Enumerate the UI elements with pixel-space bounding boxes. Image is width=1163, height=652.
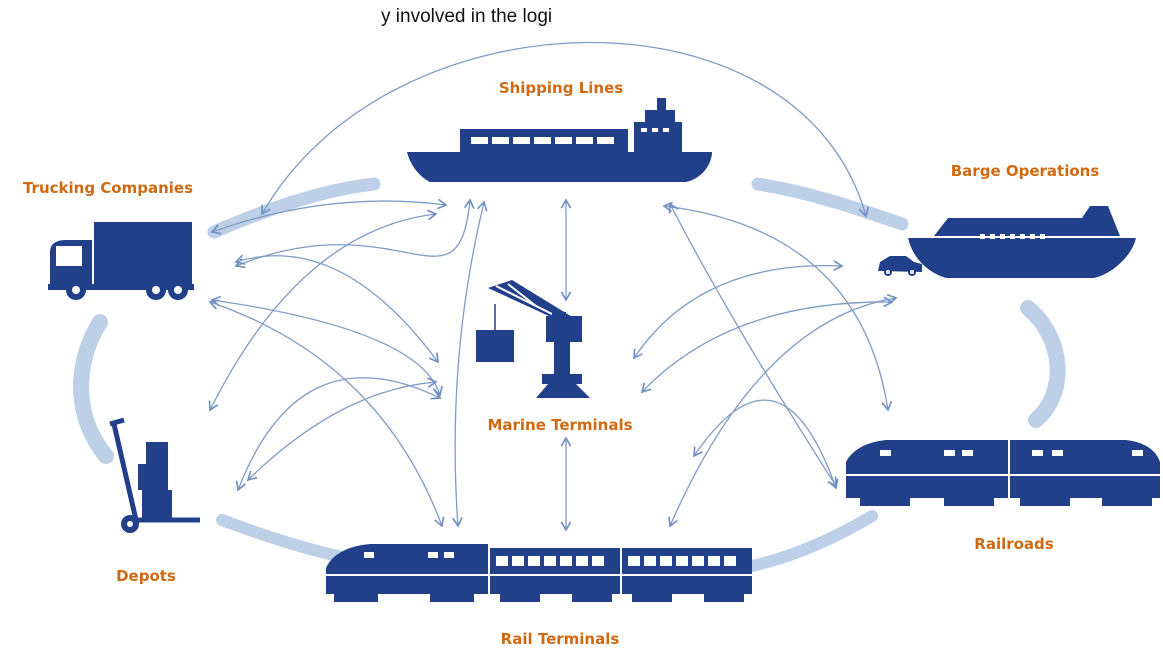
ship-icon [407, 98, 712, 182]
arrow-barge-marine [633, 260, 844, 360]
barge-operations-label: Barge Operations [951, 162, 1100, 180]
hand-truck-icon [109, 417, 200, 533]
trucking-companies-label: Trucking Companies [23, 179, 193, 197]
railroads-label: Railroads [974, 535, 1054, 553]
rail-terminals-label: Rail Terminals [501, 630, 620, 648]
crane-icon [476, 280, 590, 398]
locomotive-icon [846, 440, 1160, 506]
node-labels: Shipping Lines Barge Operations Trucking… [23, 79, 1099, 648]
band-trucking-to-depots [73, 314, 114, 464]
arrow-depots-rail-lower [246, 377, 438, 482]
band-depots-to-rail [216, 514, 344, 562]
arrow-shipping-rail [452, 200, 488, 528]
arrow-shipping-railroads [662, 201, 893, 412]
arrow-trucking-rail [208, 299, 445, 528]
band-shipping-to-barge [751, 177, 909, 231]
barge-icon [878, 206, 1136, 278]
marine-terminals-label: Marine Terminals [487, 416, 632, 434]
arrow-shipping-depots [208, 209, 438, 412]
shipping-lines-label: Shipping Lines [499, 79, 623, 97]
arrow-depots-rail-top [235, 377, 442, 492]
train-icon [326, 544, 752, 602]
band-rail-to-railroads [746, 510, 878, 572]
top-caption: y involved in the logi [381, 6, 552, 27]
car-icon [878, 256, 922, 276]
arrow-railroads-marine [640, 296, 894, 394]
arrow-trucking-barge [261, 41, 870, 218]
band-trucking-to-shipping [207, 177, 381, 239]
band-barge-to-railroads [1020, 300, 1066, 428]
truck-icon [48, 222, 194, 300]
arrow-barge-rail [668, 202, 837, 488]
connector-arrows [208, 41, 898, 532]
depots-label: Depots [116, 567, 176, 585]
arrow-railroads-rail-terminals [693, 399, 839, 490]
